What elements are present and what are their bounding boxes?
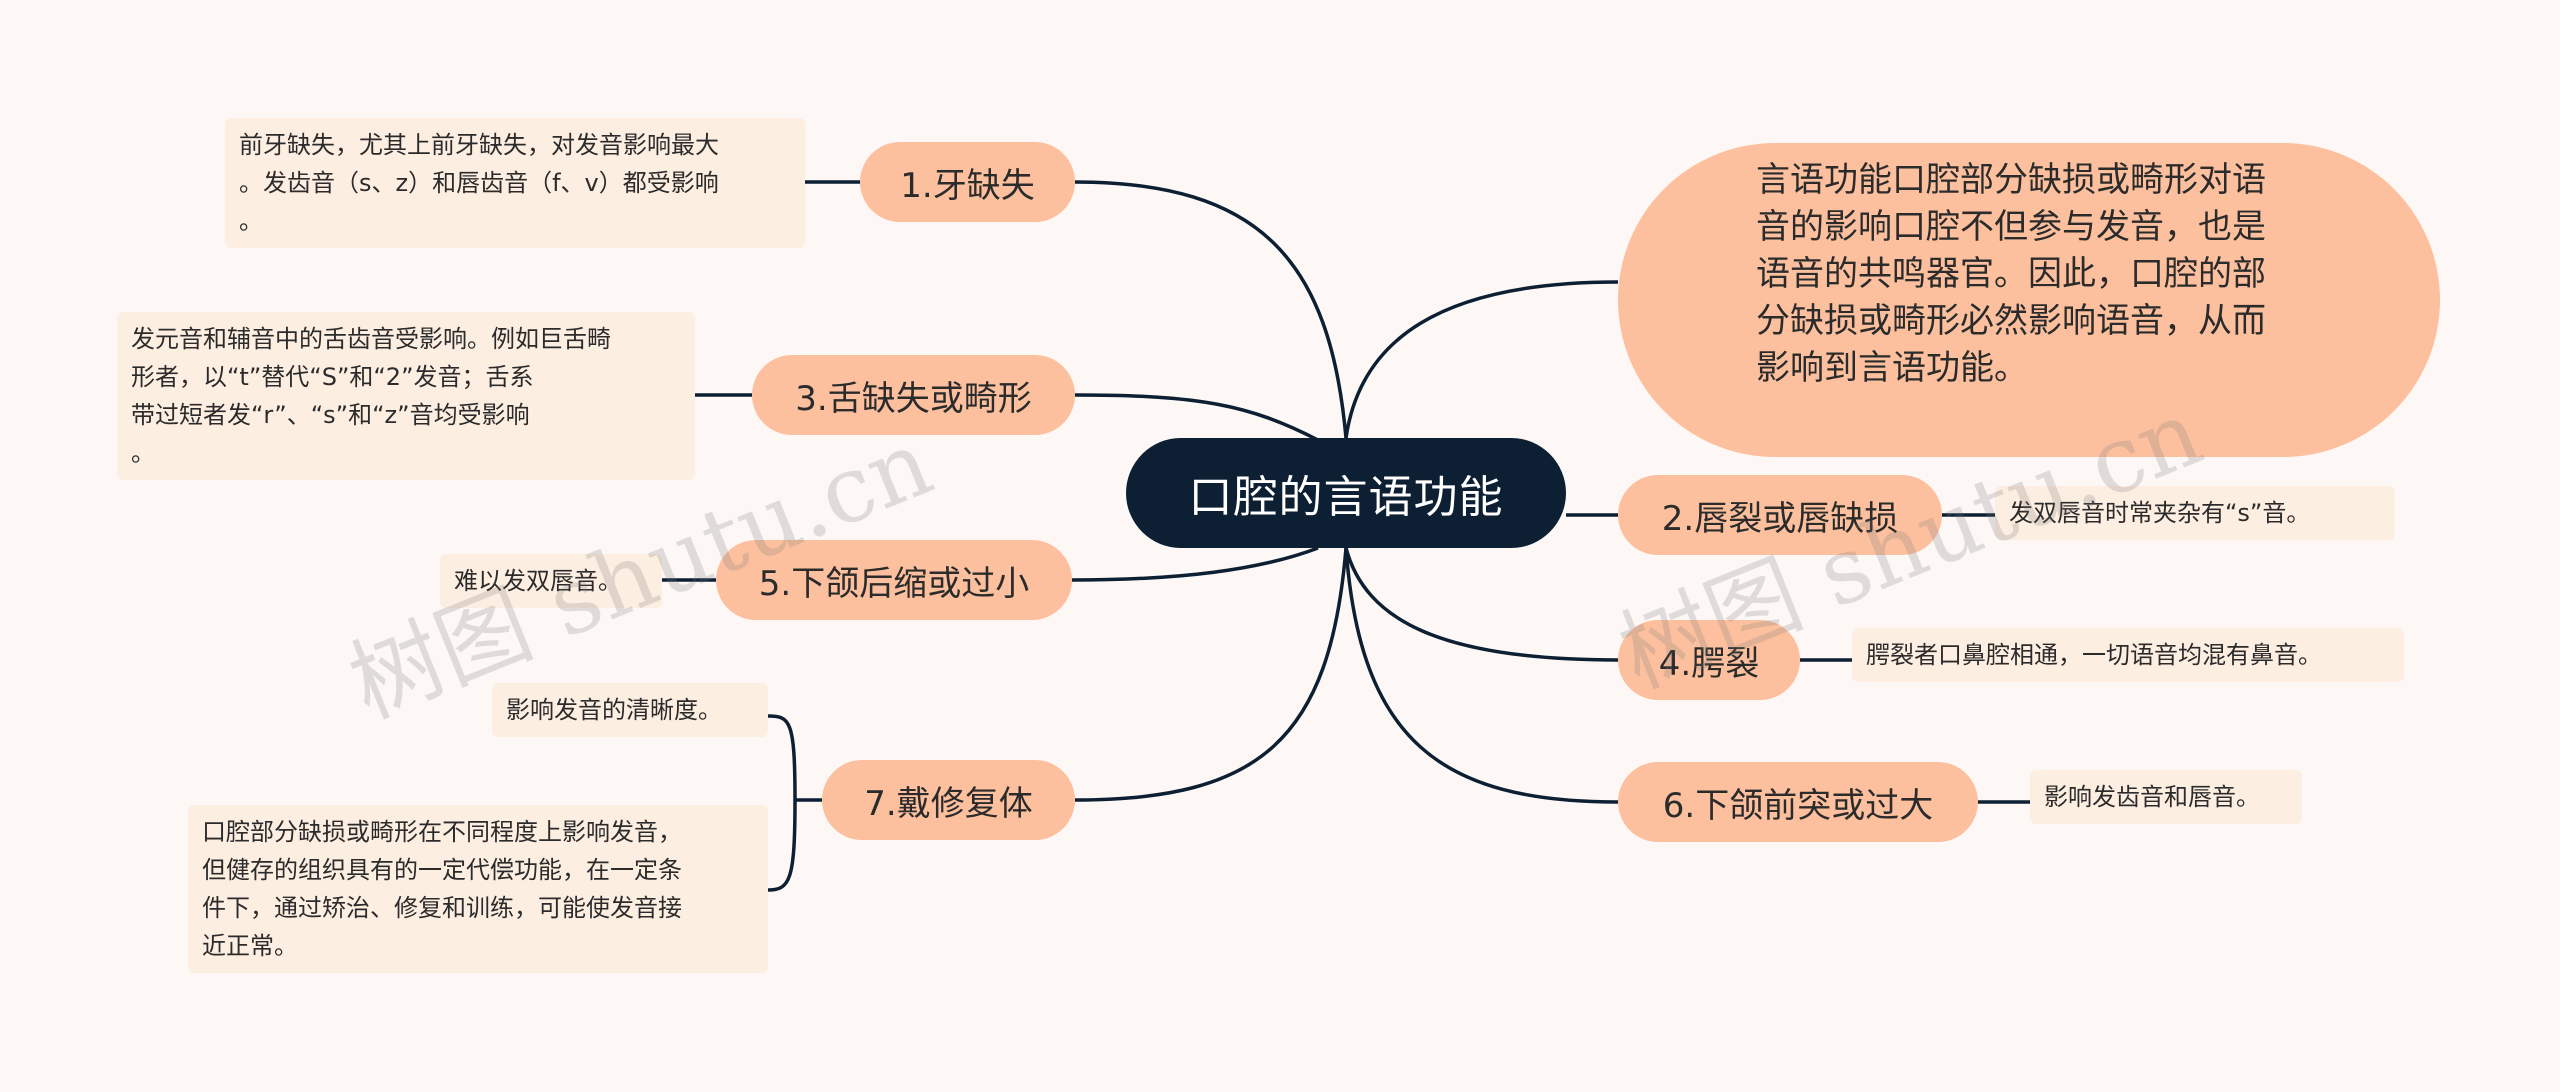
note-mandible-protrusion[interactable]: 影响发齿音和唇音。 (2030, 770, 2302, 824)
branch-prosthesis[interactable]: 7.戴修复体 (822, 760, 1075, 840)
note-line: 影响发齿音和唇音。 (2044, 783, 2260, 811)
branch-cleft-palate[interactable]: 4.腭裂 (1618, 620, 1800, 700)
note-cleft-palate[interactable]: 腭裂者口鼻腔相通，一切语音均混有鼻音。 (1852, 628, 2404, 682)
note-line: 发元音和辅音中的舌齿音受影响。例如巨舌畸 (131, 325, 611, 353)
note-line: 影响发音的清晰度。 (506, 696, 722, 724)
branch-label: 3.舌缺失或畸形 (795, 378, 1032, 419)
note-line: 。 (131, 439, 155, 467)
branch-mandible-retrusion[interactable]: 5.下颌后缩或过小 (716, 540, 1072, 620)
note-line: 发双唇音时常夹杂有“s”音。 (2009, 499, 2311, 527)
note-line: 口腔部分缺损或畸形在不同程度上影响发音， (202, 818, 682, 846)
note-line: 件下，通过矫治、修复和训练，可能使发音接 (202, 894, 682, 922)
branch-label: 4.腭裂 (1658, 643, 1760, 684)
note-cleft-lip[interactable]: 发双唇音时常夹杂有“s”音。 (1995, 486, 2395, 540)
note-tongue-defect[interactable]: 发元音和辅音中的舌齿音受影响。例如巨舌畸 形者，以“t”替代“S”和“2”发音；… (117, 312, 695, 480)
branch-label: 1.牙缺失 (900, 165, 1035, 206)
branch-tooth-loss[interactable]: 1.牙缺失 (860, 142, 1075, 222)
note-tooth-loss[interactable]: 前牙缺失，尤其上前牙缺失，对发音影响最大 。发齿音（s、z）和唇齿音（f、v）都… (225, 118, 805, 248)
overview-line: 分缺损或畸形必然影响语音，从而 (1756, 301, 2266, 341)
note-line: 。 (239, 207, 263, 235)
central-topic-label: 口腔的言语功能 (1188, 472, 1504, 523)
note-line: 腭裂者口鼻腔相通，一切语音均混有鼻音。 (1866, 641, 2322, 669)
link-b4 (1344, 547, 1619, 662)
link-b3 (1074, 393, 1319, 442)
link-b6 (1344, 547, 1619, 804)
central-topic[interactable]: 口腔的言语功能 (1126, 438, 1566, 548)
note-line: 但健存的组织具有的一定代偿功能，在一定条 (202, 856, 682, 884)
overview-line: 音的影响口腔不但参与发音，也是 (1756, 207, 2266, 247)
branch-overview[interactable]: 言语功能口腔部分缺损或畸形对语 音的影响口腔不但参与发音，也是 语音的共鸣器官。… (1618, 143, 2440, 457)
branch-mandible-protrusion[interactable]: 6.下颌前突或过大 (1618, 762, 1978, 842)
overview-line: 语音的共鸣器官。因此，口腔的部 (1756, 254, 2266, 294)
note-prosthesis-compensation[interactable]: 口腔部分缺损或畸形在不同程度上影响发音， 但健存的组织具有的一定代偿功能，在一定… (188, 805, 768, 973)
note-line: 带过短者发“r”、“s”和“z”音均受影响 (131, 401, 530, 429)
link-b5 (1071, 546, 1319, 582)
branch-label: 2.唇裂或唇缺损 (1661, 498, 1899, 539)
branch-label: 7.戴修复体 (864, 783, 1033, 824)
note-line: 前牙缺失，尤其上前牙缺失，对发音影响最大 (239, 131, 719, 159)
branch-cleft-lip[interactable]: 2.唇裂或唇缺损 (1618, 475, 1942, 555)
overview-line: 影响到言语功能。 (1756, 348, 2028, 388)
note-line: 难以发双唇音。 (454, 567, 622, 595)
link-big (1344, 280, 1619, 439)
link-b7-notes (767, 714, 822, 892)
note-mandible-retrusion[interactable]: 难以发双唇音。 (440, 554, 662, 608)
note-line: 形者，以“t”替代“S”和“2”发音；舌系 (131, 363, 534, 391)
link-b1 (1074, 180, 1348, 439)
link-b7 (1074, 547, 1348, 802)
branch-tongue-defect[interactable]: 3.舌缺失或畸形 (752, 355, 1075, 435)
note-prosthesis-clarity[interactable]: 影响发音的清晰度。 (492, 683, 768, 737)
note-line: 。发齿音（s、z）和唇齿音（f、v）都受影响 (239, 169, 719, 197)
branch-label: 5.下颌后缩或过小 (758, 563, 1030, 604)
branch-label: 6.下颌前突或过大 (1662, 785, 1934, 826)
note-line: 近正常。 (202, 932, 298, 960)
overview-line: 言语功能口腔部分缺损或畸形对语 (1756, 160, 2266, 200)
